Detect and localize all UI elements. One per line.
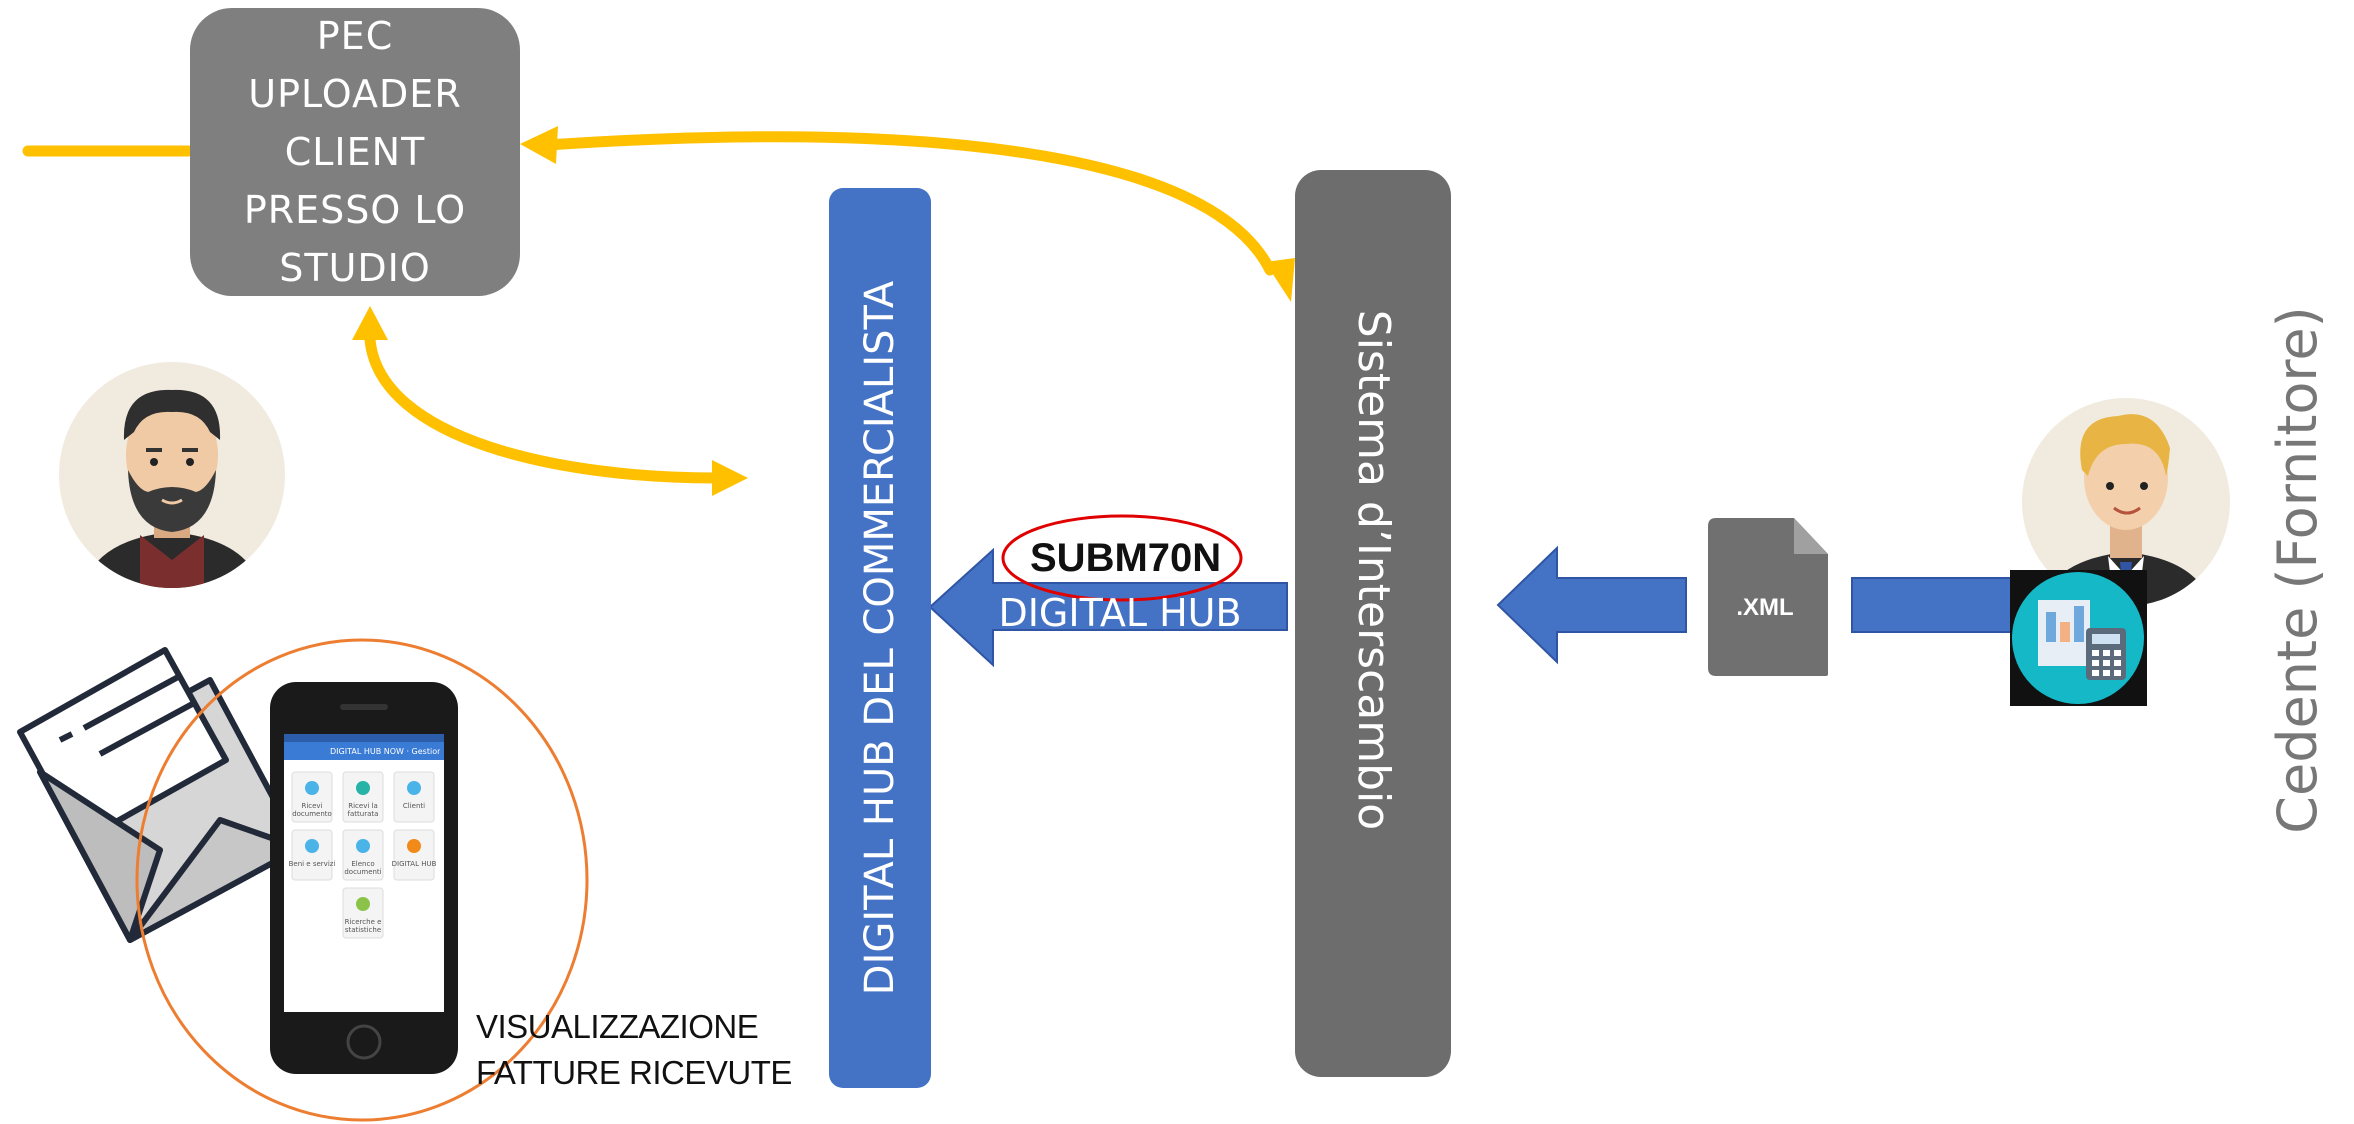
app-label: Ricevi la fatturata — [347, 802, 379, 818]
smartphone — [270, 682, 458, 1074]
commercialista-avatar — [59, 362, 285, 588]
phone-highlight-circle — [135, 638, 589, 1122]
sdi-bar — [1295, 170, 1451, 1077]
xml-file-icon — [1708, 518, 1828, 676]
cedente-label: Cedente (Fornitore) — [2266, 306, 2329, 834]
pec-line: PRESSO LO — [243, 188, 467, 232]
digital-hub-label: DIGITAL HUB DEL COMMERCIALISTA — [857, 280, 903, 996]
subm-highlight — [1001, 514, 1243, 602]
fornitore-to-xml-bar — [1851, 577, 2013, 633]
accounting-icon — [2010, 570, 2147, 706]
caption-line: VISUALIZZAZIONE — [476, 1008, 759, 1045]
app-label: Ricevi documento — [292, 802, 332, 818]
envelope-icon — [17, 647, 303, 943]
subm-code: SUBM70N — [1030, 536, 1222, 580]
pec-hub-arc — [364, 334, 721, 484]
visualizzazione-caption: VISUALIZZAZIONE FATTURE RICEVUTE — [476, 1004, 806, 1096]
blue-arrows — [928, 545, 2013, 668]
pec-line: PEC — [316, 14, 394, 58]
pec-line: CLIENT — [284, 130, 426, 174]
digital-hub-arrow-label: DIGITAL HUB — [998, 591, 1242, 635]
pec-line: UPLOADER — [248, 72, 462, 116]
app-label: Ricerche e statistiche — [344, 918, 382, 934]
fornitore-avatar — [2022, 398, 2230, 606]
xml-file-label: .XML — [1736, 594, 1794, 621]
xml-to-sdi-arrow — [1496, 545, 1687, 665]
yellow-connectors — [22, 131, 1276, 484]
yellow-arrowheads — [352, 126, 1295, 496]
pec-uploader-box: PEC UPLOADER CLIENT PRESSO LO STUDIO — [190, 8, 520, 296]
app-label: Elenco documenti — [344, 860, 382, 876]
app-label: DIGITAL HUB — [391, 860, 437, 868]
pec-sdi-arc — [542, 131, 1276, 276]
phone-app-title: DIGITAL HUB NOW · Gestione — [330, 747, 440, 756]
caption-line: FATTURE RICEVUTE — [476, 1054, 792, 1091]
app-label: Beni e servizi — [288, 860, 336, 868]
digital-hub-bar — [829, 188, 931, 1088]
sdi-label: Sistema d’Interscambio — [1348, 309, 1399, 831]
pec-line: STUDIO — [279, 246, 431, 290]
hub-arrow — [928, 547, 1288, 668]
app-label: Clienti — [402, 802, 426, 810]
